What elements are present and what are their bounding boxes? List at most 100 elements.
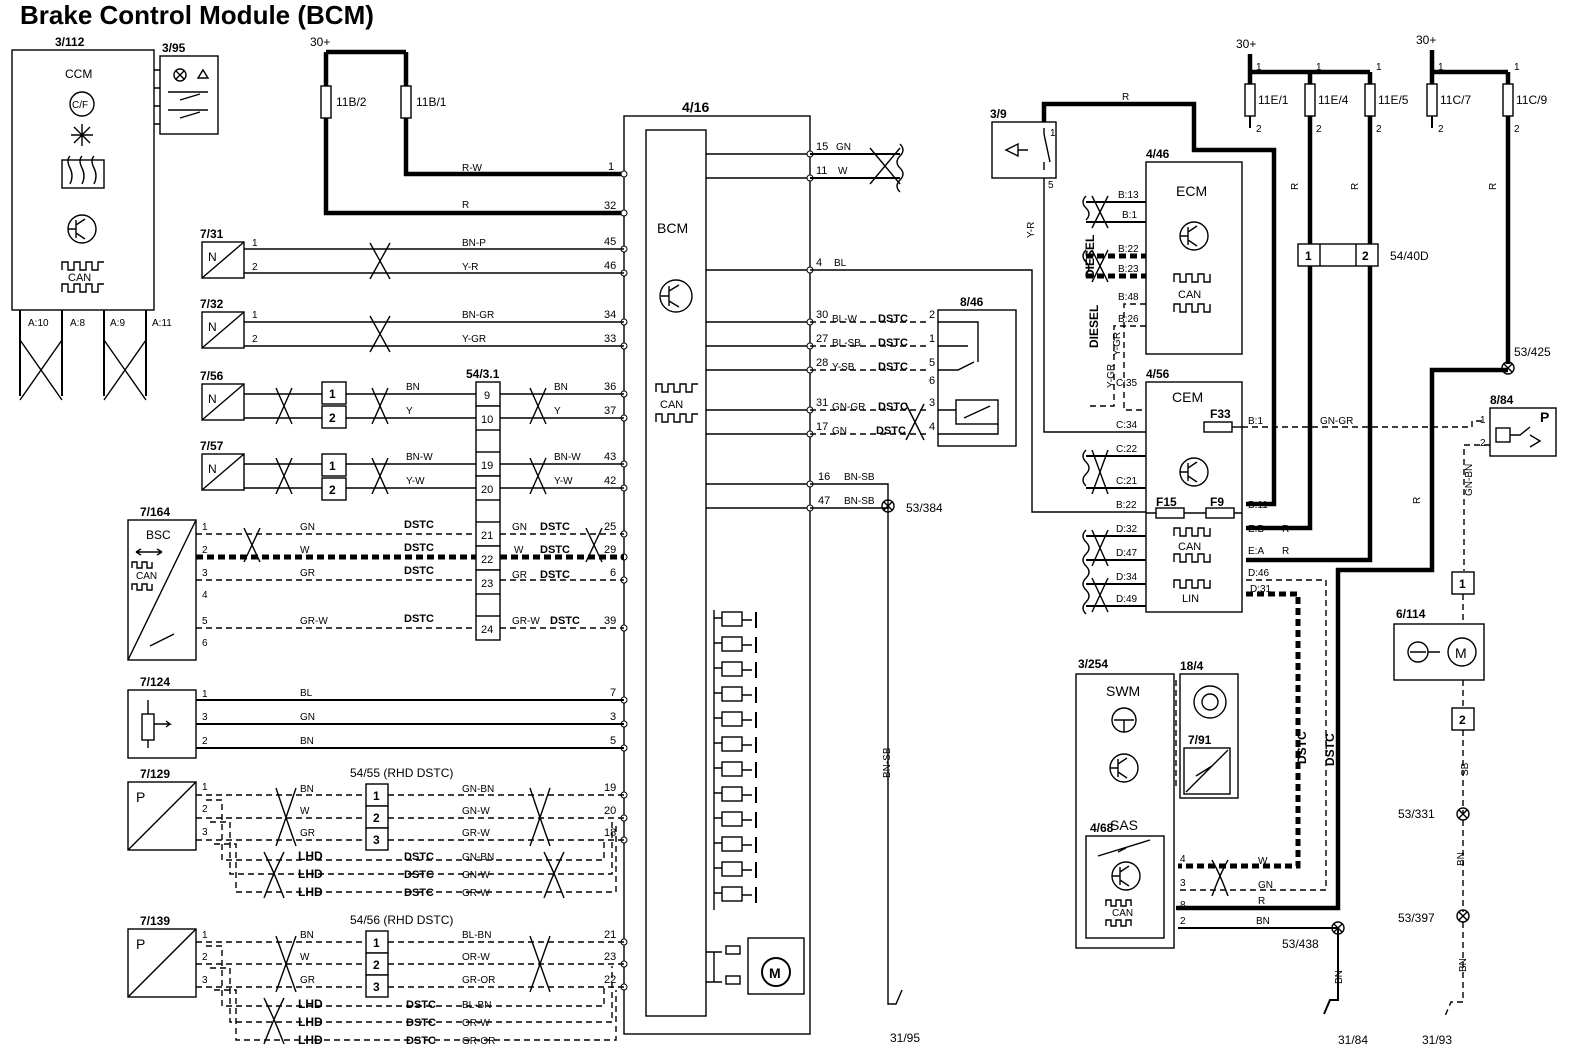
- ps1-wire-gnw: GN-W: [462, 806, 490, 817]
- bcm-pin-34: 34: [604, 309, 616, 321]
- splice-53-438-label: 53/438: [1282, 937, 1319, 951]
- bsc-ref: 7/164: [140, 505, 170, 519]
- ps1-lhd-gnw: GN-W: [462, 870, 490, 881]
- splice-53-397-label: 53/397: [1398, 911, 1435, 925]
- wire-bn-756b: BN: [554, 382, 568, 393]
- wire-bnsb-down: BN-SB: [882, 747, 893, 778]
- ecm-diesel-can: [1086, 253, 1146, 279]
- ps1-pin-3: 3: [202, 827, 208, 838]
- c5431-pin-24: 24: [481, 624, 493, 636]
- wire-bnw-757b: BN-W: [554, 452, 581, 463]
- pedal-wires: [196, 699, 624, 749]
- wire-gngr: GN-GR: [832, 402, 865, 413]
- splice-53-331: [1456, 807, 1470, 821]
- bsc-label: BSC: [146, 528, 171, 542]
- splice-53-331-label: 53/331: [1398, 807, 1435, 821]
- connector-54-56-ref: 54/56 (RHD DSTC): [350, 913, 453, 927]
- wire-w-11: W: [838, 166, 848, 177]
- bsc-twists: [243, 527, 603, 563]
- ps1-pin-1: 1: [202, 782, 208, 793]
- wire-bn-756a: BN: [406, 382, 420, 393]
- wire-gngr-label: GN-GR: [1320, 416, 1353, 427]
- ps1-wire-grw: GR-W: [462, 828, 490, 839]
- ps1-lhd-3: LHD: [298, 885, 323, 899]
- svg-text:7/56: 7/56: [200, 369, 224, 383]
- bcm-pin-17: 17: [816, 421, 828, 433]
- ecm-diesel-twist: [1091, 249, 1109, 283]
- switch-icon: [168, 91, 208, 119]
- vacuum-pump-ref: 6/114: [1396, 607, 1426, 621]
- wire-y-756a: Y: [406, 406, 413, 417]
- bsc-dstc-2: DSTC: [404, 542, 434, 554]
- ccm-transistor-icon: [67, 214, 97, 244]
- svg-text:N: N: [208, 250, 217, 264]
- ecm-pin-b26: B:26: [1118, 314, 1139, 325]
- supply-30-left: 30+: [310, 35, 330, 49]
- sas-transistor-icon: [1111, 861, 1141, 891]
- bsc-pin-3: 3: [202, 568, 208, 579]
- fuse-11b2-label: 11B/2: [336, 95, 367, 109]
- ps2-wire-orw: OR-W: [462, 952, 490, 963]
- f11e5-pin1: 1: [1376, 62, 1382, 73]
- ps-pin-2: 2: [929, 309, 935, 321]
- ps2-lhd-gror: GR-OR: [462, 1036, 495, 1047]
- bsc-wires: [196, 533, 624, 629]
- bcm-pin-47: 47: [818, 495, 830, 507]
- vs-pin-2: 2: [1480, 438, 1486, 449]
- svg-text:LIN: LIN: [1182, 593, 1199, 605]
- wire-gngr-884: [1242, 420, 1482, 428]
- supply-bus-left: [323, 49, 409, 86]
- bsc-dstc-1: DSTC: [404, 519, 434, 531]
- cem-pin-d46: D:46: [1248, 568, 1270, 579]
- ps1-dstc-3: DSTC: [404, 887, 434, 899]
- fuse-11b1: [400, 85, 412, 119]
- bcm-pin-46: 46: [604, 260, 616, 272]
- fuse-f15-label: F15: [1156, 495, 1177, 509]
- pressure-sensor-2-p: P: [136, 936, 145, 952]
- bcm-pin-31: 31: [816, 397, 828, 409]
- fuse-11e5-label: 11E/5: [1378, 93, 1409, 107]
- wire-ysb: Y-SB: [832, 362, 855, 373]
- cem-pin-eb: E:B: [1248, 524, 1264, 535]
- sas-pin-8: 8: [1180, 900, 1186, 911]
- ps1-wire-w: W: [300, 806, 310, 817]
- f11e4-pin2: 2: [1316, 124, 1322, 135]
- vs-pin-1: 1: [1480, 415, 1486, 426]
- steering-wheel-icon: [1111, 707, 1137, 733]
- dstc-vertical-1: DSTC: [1295, 731, 1309, 764]
- splice-53-425: [1501, 361, 1515, 375]
- bsc-dstc-5b: DSTC: [550, 615, 580, 627]
- connector-54-3-1-ref: 54/3.1: [466, 367, 500, 381]
- c5431-pin-21: 21: [481, 530, 493, 542]
- lamp-switch-box: [159, 55, 219, 135]
- bcm-ground-wires: [810, 483, 903, 1005]
- cem-d-wires: [1086, 535, 1146, 607]
- vacuum-pump-ground: [1444, 730, 1464, 1017]
- ps2-pin-1: 1: [202, 930, 208, 941]
- sas-ground-wire: [1178, 927, 1339, 1015]
- bcm-pin-28: 28: [816, 357, 828, 369]
- brake-switch-icon: [1004, 128, 1051, 170]
- sas-label: SAS: [1110, 817, 1138, 833]
- bcm-can-out: [810, 153, 900, 179]
- f11e5-pin2: 2: [1376, 124, 1382, 135]
- svg-text:C/F: C/F: [72, 100, 88, 111]
- fuse-11c9-label: 11C/9: [1516, 93, 1547, 107]
- ecm-cut-marks: [1082, 195, 1090, 275]
- c5431-pin-9: 9: [484, 390, 490, 402]
- pedal-pin-2: 2: [202, 736, 208, 747]
- svg-text:CAN: CAN: [660, 399, 683, 411]
- potentiometer-icon: [141, 700, 173, 748]
- pressure-sensor-2-diagonal: [127, 928, 197, 998]
- fuse-11c9: [1502, 83, 1514, 117]
- wire-y-756b: Y: [554, 406, 561, 417]
- horn-icon: [1193, 685, 1227, 719]
- wire-bnp: BN-P: [462, 238, 486, 249]
- cem-d-twists: [1091, 529, 1109, 613]
- cem-pin-d32: D:32: [1116, 524, 1138, 535]
- inline-connector-757: 1 2: [321, 453, 347, 501]
- ps2-lhd-blbn: BL-BN: [462, 1000, 491, 1011]
- ground-31-95: 31/95: [890, 1031, 920, 1045]
- sas-wire-bn: BN: [1256, 916, 1270, 927]
- f11e1-pin1: 1: [1256, 62, 1262, 73]
